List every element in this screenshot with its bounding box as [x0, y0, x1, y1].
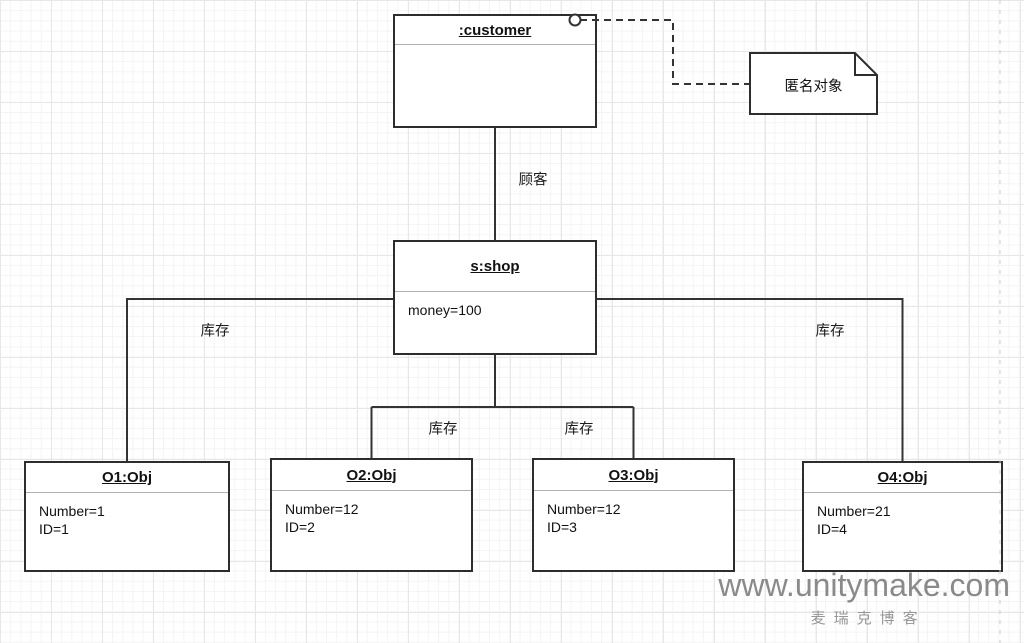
object-body-o3: Number=12 ID=3: [534, 491, 733, 570]
edge-dashed-note-link: [580, 19, 749, 85]
object-body-o4: Number=21 ID=4: [804, 493, 1001, 570]
object-title-o4: O4:Obj: [804, 463, 1001, 493]
object-box-o2[interactable]: O2:Obj Number=12 ID=2: [270, 458, 473, 572]
edge-label-customer-shop: 顾客: [518, 172, 548, 189]
object-box-o3[interactable]: O3:Obj Number=12 ID=3: [532, 458, 735, 572]
object-body-o2: Number=12 ID=2: [272, 491, 471, 570]
note-anonymous-object[interactable]: 匿名对象: [749, 52, 878, 115]
note-text: 匿名对象: [784, 79, 843, 95]
object-box-o4[interactable]: O4:Obj Number=21 ID=4: [802, 461, 1003, 572]
attribute-line: ID=4: [817, 521, 847, 537]
edge-shop-o1: [126, 298, 393, 461]
object-box-o1[interactable]: O1:Obj Number=1 ID=1: [24, 461, 230, 572]
edge-label-stock-mid-right: 库存: [564, 421, 594, 438]
object-title-customer: :customer: [395, 16, 595, 45]
attribute-line: ID=3: [547, 519, 577, 535]
object-box-shop[interactable]: s:shop money=100: [393, 240, 597, 355]
edge-label-stock-mid-left: 库存: [428, 421, 458, 438]
object-title-o3: O3:Obj: [534, 460, 733, 491]
attribute-line: Number=21: [817, 503, 891, 519]
watermark: www.unitymake.com 麦瑞克博客: [718, 567, 1010, 628]
object-title-o2: O2:Obj: [272, 460, 471, 491]
object-body-shop: money=100: [395, 292, 595, 353]
object-box-customer[interactable]: :customer: [393, 14, 597, 128]
edge-label-stock-right: 库存: [815, 323, 845, 340]
edge-label-stock-left: 库存: [200, 323, 230, 340]
attribute-line: money=100: [408, 302, 482, 318]
watermark-site-text: www.unitymake.com: [718, 567, 1010, 603]
attribute-line: Number=12: [547, 501, 621, 517]
edge-shop-o2-o3: [370, 355, 635, 458]
watermark-caption-text: 麦瑞克博客: [810, 610, 926, 627]
attribute-line: ID=1: [39, 521, 69, 537]
object-body-o1: Number=1 ID=1: [26, 493, 228, 570]
object-body-customer: [395, 45, 595, 126]
attribute-line: Number=12: [285, 501, 359, 517]
attribute-line: Number=1: [39, 503, 105, 519]
attribute-line: ID=2: [285, 519, 315, 535]
object-title-shop: s:shop: [395, 242, 595, 292]
edge-shop-o4: [597, 298, 904, 461]
note-shape-outline: [749, 52, 878, 115]
object-title-o1: O1:Obj: [26, 463, 228, 493]
